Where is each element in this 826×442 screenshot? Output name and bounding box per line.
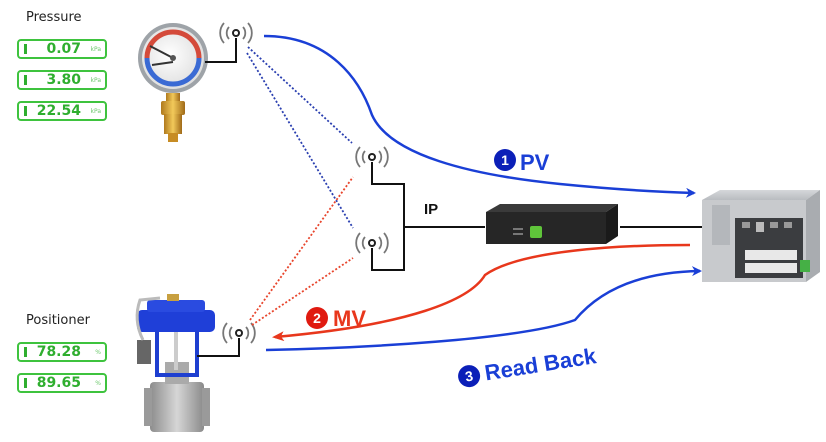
readback-number-badge (458, 365, 481, 388)
positioner-title: Positioner (26, 313, 90, 328)
wireless-link-positioner-top (249, 176, 354, 321)
pressure-readout-3: 22.54 kPa (17, 101, 107, 121)
pressure-title: Pressure (26, 10, 82, 25)
pv-text: PV (520, 150, 550, 175)
mv-flow-arrow (272, 243, 691, 342)
wireless-link-gauge-top (247, 46, 353, 144)
pressure-readout-1: 0.07 kPa (17, 39, 107, 59)
readout-value: 3.80 (46, 72, 81, 88)
readout-indicator-bar (24, 75, 27, 85)
industrial-controller-icon (702, 190, 820, 282)
gateway-antenna-wiring (371, 162, 405, 271)
positioner-readout-2: 89.65 % (17, 373, 107, 393)
wireless-link-gauge-bottom (246, 52, 354, 229)
readout-unit: kPa (90, 46, 102, 53)
readout-unit: kPa (90, 77, 102, 84)
readout-unit: kPa (90, 108, 102, 115)
gateway-antenna-top-icon (355, 146, 389, 168)
readout-value: 0.07 (46, 41, 81, 57)
readback-flow-arrow (265, 266, 702, 352)
readback-label: 3 Read Back (458, 343, 599, 388)
readout-value: 78.28 (36, 344, 81, 360)
readout-unit: % (95, 380, 101, 387)
pressure-gauge-icon (138, 23, 208, 142)
pv-flow-arrow (263, 34, 696, 198)
readout-unit: % (95, 349, 101, 356)
pv-number: 1 (501, 152, 509, 168)
readout-indicator-bar (24, 44, 27, 54)
pv-label: 1 PV (494, 149, 550, 175)
control-valve-icon (135, 294, 215, 432)
mv-text: MV (333, 306, 366, 331)
wireless-link-positioner-bottom (251, 257, 354, 326)
pressure-readout-2: 3.80 kPa (17, 70, 107, 90)
ip-label: IP (424, 201, 438, 218)
gateway-antenna-bottom-icon (355, 232, 389, 254)
gauge-antenna-icon (219, 22, 253, 44)
positioner-antenna-wire (197, 338, 240, 357)
mv-number: 2 (313, 310, 321, 326)
readout-value: 89.65 (36, 375, 81, 391)
network-switch-icon (486, 204, 618, 244)
readback-number: 3 (464, 368, 474, 385)
readback-text: Read Back (483, 343, 599, 385)
mv-label: 2 MV (306, 306, 366, 331)
readout-indicator-bar (24, 347, 27, 357)
readout-indicator-bar (24, 378, 27, 388)
readout-indicator-bar (24, 106, 27, 116)
positioner-readout-1: 78.28 % (17, 342, 107, 362)
readout-value: 22.54 (36, 103, 81, 119)
mv-number-badge (306, 307, 328, 329)
gauge-antenna-wire (205, 38, 237, 63)
pv-number-badge (494, 149, 516, 171)
